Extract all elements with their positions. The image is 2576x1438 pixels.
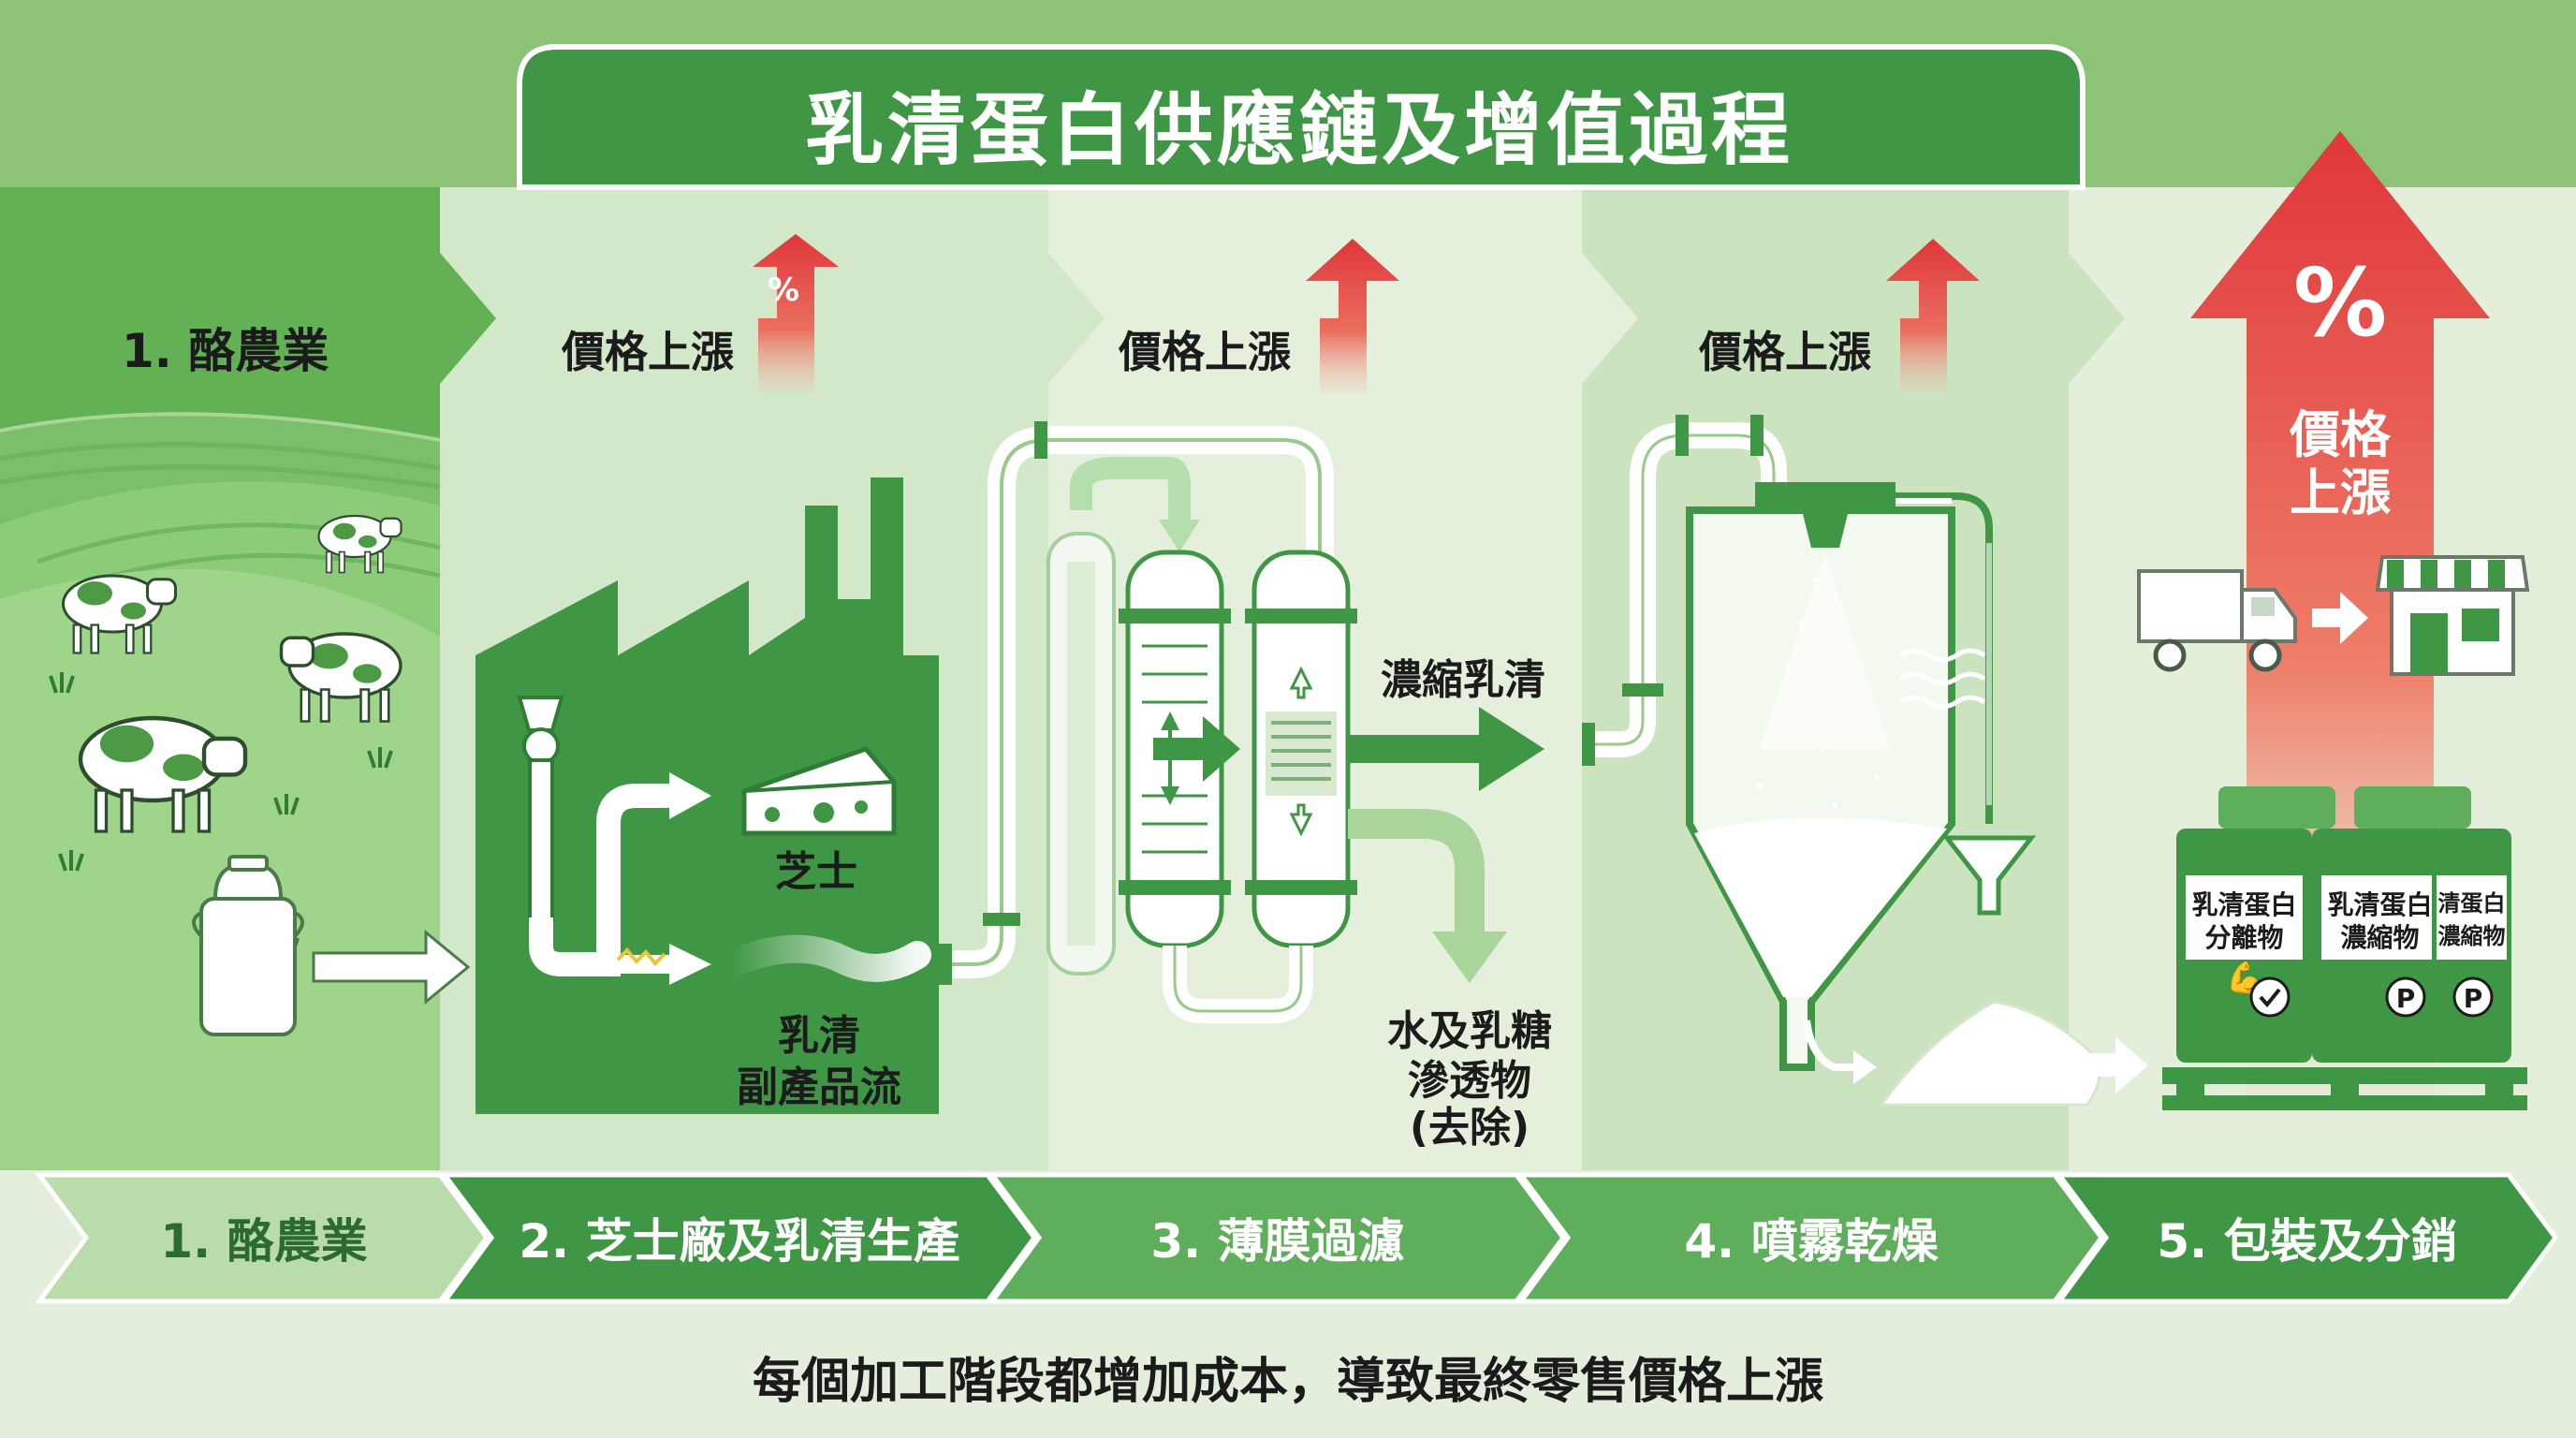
stage-label-4: 4. 噴霧乾燥 [1684,1214,1939,1269]
store-icon [2375,555,2530,676]
final-price-label-2: 上漲 [2290,463,2391,522]
whey-stream-label-1: 乳清 [778,1012,860,1060]
flow-arrow [2087,1037,2148,1093]
concentrated-whey-label: 濃縮乳清 [1381,656,1545,704]
cheese-label: 芝士 [775,848,857,896]
cow-icon [279,632,402,723]
chevron-stage-2 [440,1172,1038,1304]
permeate-label-1: 水及乳糖 [1387,1007,1552,1055]
page-title: 乳清蛋白供應鏈及增值過程 [804,83,1793,176]
pallet [2176,1077,2204,1110]
permeate-arrow [1432,932,1507,983]
pipe [939,421,1334,985]
protein-bag: 💪 [2176,786,2335,1063]
flow-arrow [1153,716,1240,782]
p-badge-icon [2385,976,2426,1018]
truck-icon [2137,569,2297,672]
pallet [2331,1077,2359,1110]
permeate-label-3: (去除) [1409,1104,1530,1152]
chevron-stage-4 [1516,1172,2105,1304]
whey-stream-label-2: 副產品流 [737,1064,901,1111]
price-up-label-3: 價格上漲 [1699,327,1871,377]
flow-arrow [669,772,711,819]
footer-caption: 每個加工階段都增加成本，導致最終零售價格上漲 [752,1353,1823,1410]
panel-notch [440,253,496,384]
pallet [2162,1067,2527,1084]
bag-label-3-line1: 清蛋白 [2437,890,2506,917]
protein-bag: P [2432,829,2511,1063]
spray-dryer-icon [1686,482,2037,1071]
bag-label-3-line2: 濃縮物 [2437,923,2506,949]
p-badge-icon [2452,976,2494,1018]
bag-label-2-line2: 濃縮物 [2340,922,2420,953]
pipe [1582,415,1787,766]
svg-text:P: P [2464,983,2483,1014]
bag-label-1-line1: 乳清蛋白 [2191,889,2297,920]
concentrate-arrow [1348,707,1544,791]
chevron-stage-1 [35,1172,490,1304]
bag-label-1-line2: 分離物 [2204,922,2284,953]
percent-small-label: % [768,271,800,309]
percent-big-label: % [2292,248,2388,358]
cow-icon [78,715,248,833]
panel-notch [1048,253,1105,384]
chevron-stage-3 [988,1172,1567,1304]
filter-column-light [1046,457,1200,976]
chevron-stage-5 [2055,1172,2559,1304]
pallet [2485,1077,2513,1110]
bag-label-2-line1: 乳清蛋白 [2327,889,2433,920]
panel-notch [2069,253,2125,384]
stage-label-2: 2. 芝士廠及乳清生產 [519,1214,960,1269]
pipe [1173,946,1303,1013]
cheese-icon [741,746,897,836]
title-banner [517,44,2086,190]
permeate-arrow [1348,809,1485,936]
cow-icon [62,574,177,654]
protein-bag: P [2312,786,2471,1063]
price-up-label-1: 價格上漲 [562,327,734,377]
milk-can-icon [192,855,304,1036]
cow-icon [317,514,402,574]
price-up-arrow [1886,239,1980,393]
price-up-arrow [753,234,839,393]
final-price-label-1: 價格 [2290,405,2391,464]
flow-arrow [2312,592,2368,644]
stage-label-5: 5. 包裝及分銷 [2157,1214,2458,1269]
price-up-arrow [1306,239,1399,393]
flow-arrow [312,929,471,1005]
panel-notch [1582,253,1638,384]
stage-chevrons [35,1172,2559,1304]
stage-header-dairy: 1. 酪農業 [122,324,329,378]
separator-icon [517,696,711,976]
price-up-label-2: 價格上漲 [1119,327,1291,377]
stage-label-3: 3. 薄膜過濾 [1150,1214,1405,1269]
svg-text:P: P [2396,983,2416,1014]
permeate-label-2: 滲透物 [1408,1057,1531,1105]
whey-stream-arrow [608,934,931,985]
check-icon [2249,976,2291,1018]
stage-label-1: 1. 酪農業 [160,1214,368,1269]
membrane-filter [1245,550,1357,948]
